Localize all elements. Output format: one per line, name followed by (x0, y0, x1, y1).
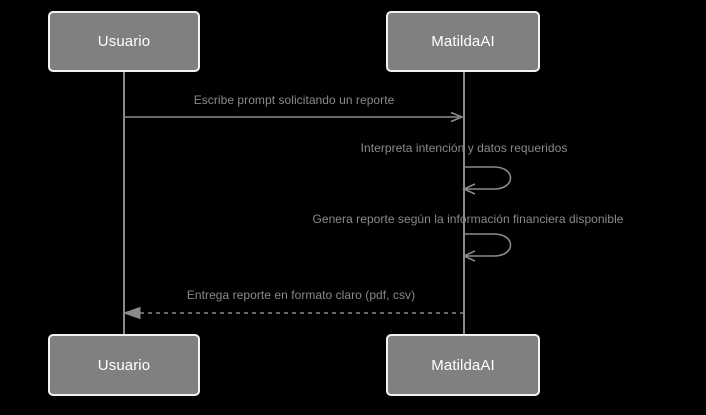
message-arrowhead-3 (462, 250, 476, 262)
actor-label: Usuario (97, 356, 151, 374)
message-label-3: Genera reporte según la información fina… (312, 212, 624, 226)
actor-label: MatildaAI (431, 33, 495, 50)
actor-box-matildaai-bottom[interactable]: MatildaAI (386, 334, 540, 396)
actor-label: MatildaAI (431, 356, 495, 374)
actor-box-matildaai-top[interactable]: MatildaAI (386, 11, 540, 72)
message-self-loop-2 (464, 166, 512, 190)
message-arrowhead-4 (122, 306, 141, 320)
message-label-4: Entrega reporte en formato claro (pdf, c… (186, 288, 416, 302)
actor-box-usuario-bottom[interactable]: Usuario (48, 334, 200, 396)
message-label-2: Interpreta intención y datos requeridos (360, 141, 568, 155)
message-label-1: Escribe prompt solicitando un reporte (193, 93, 395, 107)
actor-box-usuario-top[interactable]: Usuario (48, 11, 200, 72)
message-self-loop-3 (464, 233, 512, 257)
message-arrowhead-1 (450, 111, 465, 123)
message-arrowhead-2 (462, 183, 476, 195)
actor-label: Usuario (97, 33, 151, 50)
